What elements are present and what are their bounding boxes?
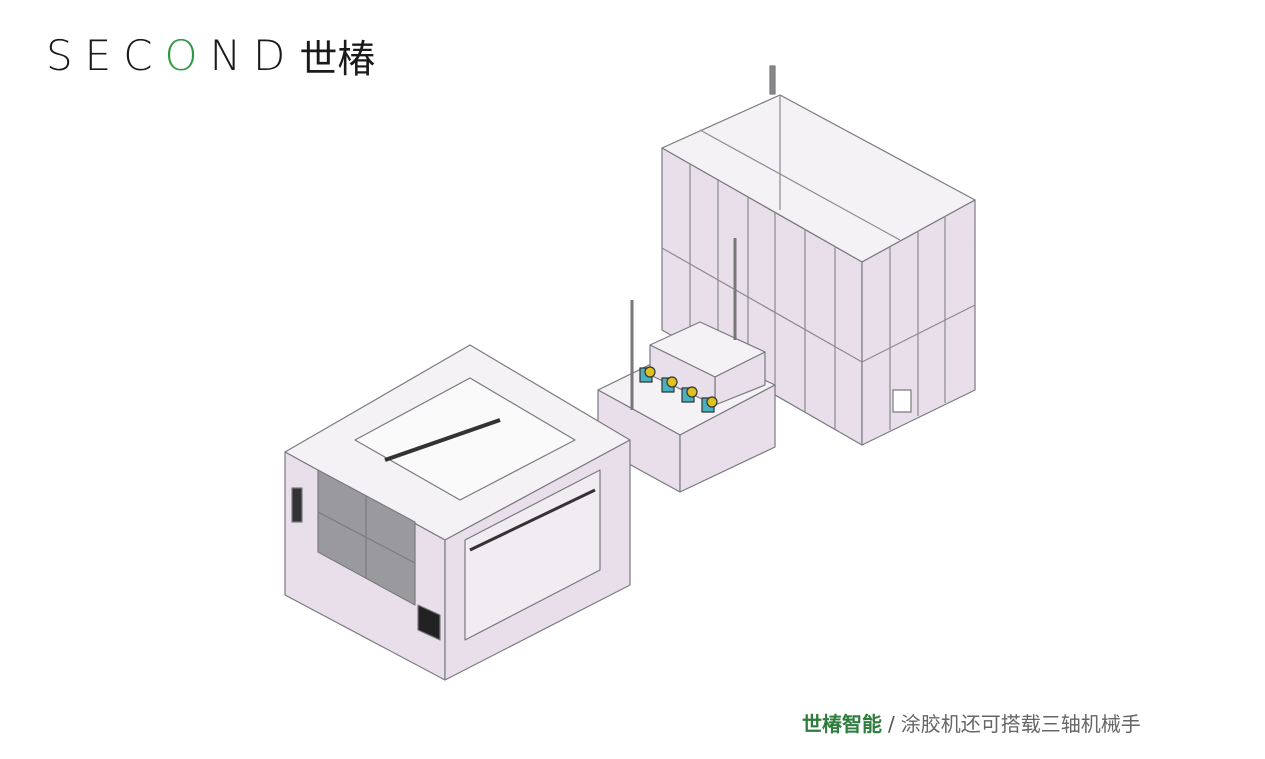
brand-logo: SECOND 世椿 (46, 30, 376, 81)
coating-machine (284, 344, 631, 681)
logo-text-prefix: SEC (46, 30, 165, 80)
logo-text-o: O (164, 30, 210, 80)
caption-text: 涂胶机还可搭载三轴机械手 (900, 712, 1141, 736)
dispensing-cabinet (597, 238, 776, 493)
caption-brand: 世椿智能 (802, 712, 882, 736)
logo-wordmark: SECOND (46, 31, 297, 80)
large-enclosure-machine (661, 65, 976, 446)
logo-text-suffix: ND (209, 30, 298, 80)
caption-separator: / (888, 712, 895, 736)
logo-chinese: 世椿 (299, 36, 376, 81)
caption: 世椿智能/涂胶机还可搭载三轴机械手 (802, 708, 1141, 737)
